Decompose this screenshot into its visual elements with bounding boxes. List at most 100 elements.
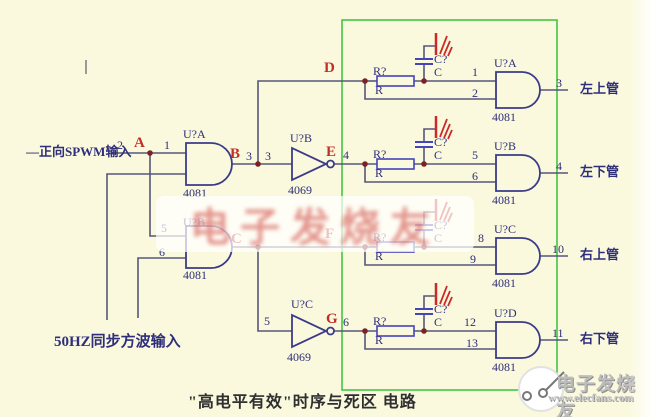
gate-ref-u1a: U?A <box>183 127 206 141</box>
net-label-3a: 3 <box>246 149 252 163</box>
r-ref-row1: R? <box>373 64 387 78</box>
output-and-gates <box>495 71 541 359</box>
part-label-invc: 4069 <box>287 350 311 364</box>
out-pin-row4: 11 <box>552 326 564 340</box>
and-gate-u1b <box>185 225 233 269</box>
wire-b-to-d <box>257 80 365 164</box>
node-label-c: C <box>231 231 242 247</box>
junction-dots <box>147 78 427 334</box>
wire-sync-a <box>106 173 186 320</box>
elecfans-watermark-title: 电子发烧友 <box>556 374 637 417</box>
gate-ref-row4: U?D <box>494 306 517 320</box>
c-ref-row4: C? <box>434 302 448 316</box>
wire-row4-c <box>364 331 496 350</box>
capacitor-row2 <box>415 141 433 148</box>
schematic-caption: "高电平有效"时序与死区 电路 <box>188 394 417 411</box>
pin-label-invc-out: 6 <box>343 315 349 329</box>
part-label-u1a: 4081 <box>183 186 207 200</box>
wire-row1-c <box>364 81 496 100</box>
out-pin-row3: 10 <box>552 242 564 256</box>
net-label-3b: 3 <box>265 149 271 163</box>
pin-a-row1: 1 <box>472 65 478 79</box>
part-label-row3: 4081 <box>492 276 516 290</box>
and-gate-u2b <box>495 154 541 192</box>
gate-ref-row3: U?C <box>494 222 516 236</box>
r-ref-row3: R? <box>373 230 387 244</box>
and-gate-u2d <box>495 321 541 359</box>
not-gate-invb <box>291 146 329 182</box>
right-edge-fade <box>628 0 653 417</box>
out-name-row2: 左下管 <box>580 164 620 179</box>
r-name-row2: R <box>375 166 384 180</box>
pin-a-row3: 8 <box>478 231 484 245</box>
pin-a-row4: 12 <box>464 315 476 329</box>
left-and-gates <box>185 142 233 269</box>
and-gate-u1a <box>185 142 233 186</box>
r-ref-row2: R? <box>373 147 387 161</box>
pin-label-invb-out: 4 <box>343 148 349 162</box>
sync-input-label: 50HZ同步方波输入 <box>54 334 181 350</box>
r-ref-row4: R? <box>373 314 387 328</box>
pin-label-u1b-6: 6 <box>159 245 165 259</box>
out-name-row4: 右下管 <box>580 331 620 346</box>
out-pin-row1: 3 <box>556 76 562 90</box>
spwm-input-label: —正向SPWM输入 <box>26 144 132 159</box>
resistor-row1 <box>376 75 415 87</box>
c-ref-row1: C? <box>434 52 448 66</box>
pin-label-u1a-1: 1 <box>164 138 170 152</box>
gate-ref-row2: U?B <box>494 139 516 153</box>
resistors <box>376 75 415 337</box>
capacitor-row3 <box>415 224 433 231</box>
capacitors <box>415 58 433 315</box>
wire-row3-c <box>364 247 496 266</box>
capacitor-row4 <box>415 308 433 315</box>
part-label-row4: 4081 <box>492 360 516 374</box>
node-label-e: E <box>326 144 337 160</box>
node-label-g: G <box>326 311 338 327</box>
r-name-row3: R <box>375 249 384 263</box>
part-label-invb: 4069 <box>288 183 312 197</box>
pin-b-row3: 9 <box>470 252 476 266</box>
node-label-a: A <box>134 135 145 151</box>
pin-label-u1b-5: 5 <box>161 221 167 235</box>
capacitor-leads <box>423 45 436 331</box>
gate-ref-row1: U?A <box>494 56 517 70</box>
r-name-row1: R <box>375 83 384 97</box>
and-gate-u2c <box>495 237 541 275</box>
not-gate-invc <box>291 313 329 349</box>
pin-a-row2: 5 <box>472 148 478 162</box>
part-label-row1: 4081 <box>492 110 516 124</box>
out-pin-row2: 4 <box>556 159 562 173</box>
pin-label-invc-in: 5 <box>264 314 270 328</box>
inverters <box>291 146 335 349</box>
pin-b-row1: 2 <box>472 86 478 100</box>
c-name-row4: C <box>434 315 443 329</box>
part-label-u1b: 4081 <box>183 268 207 282</box>
node-label-d: D <box>324 60 335 76</box>
c-name-row3: C <box>434 231 443 245</box>
node-label-f: F <box>325 226 335 242</box>
r-name-row4: R <box>375 333 384 347</box>
capacitor-row1 <box>415 58 433 65</box>
resistor-row2 <box>376 158 415 170</box>
out-name-row1: 左上管 <box>580 81 620 96</box>
gate-ref-invc: U?C <box>291 297 313 311</box>
invb-bubble-icon <box>326 159 335 169</box>
gate-ref-u1b: U?B <box>183 215 205 229</box>
c-name-row1: C <box>434 65 443 79</box>
pin-b-row4: 13 <box>466 336 478 350</box>
net-label-2: 2 <box>117 138 123 152</box>
elecfans-logo-icon <box>518 366 565 412</box>
invc-bubble-icon <box>326 326 335 336</box>
out-name-row3: 右上管 <box>580 247 620 262</box>
gate-ref-invb: U?B <box>290 131 312 145</box>
wire-c-to-invc <box>257 247 292 332</box>
part-label-row2: 4081 <box>492 193 516 207</box>
elecfans-watermark-site: www.elecfans.com <box>548 392 634 404</box>
c-name-row2: C <box>434 148 443 162</box>
wire-a-branch <box>149 153 186 237</box>
resistor-row4 <box>376 325 415 337</box>
c-ref-row2: C? <box>434 135 448 149</box>
wire-sync-b <box>137 257 186 318</box>
